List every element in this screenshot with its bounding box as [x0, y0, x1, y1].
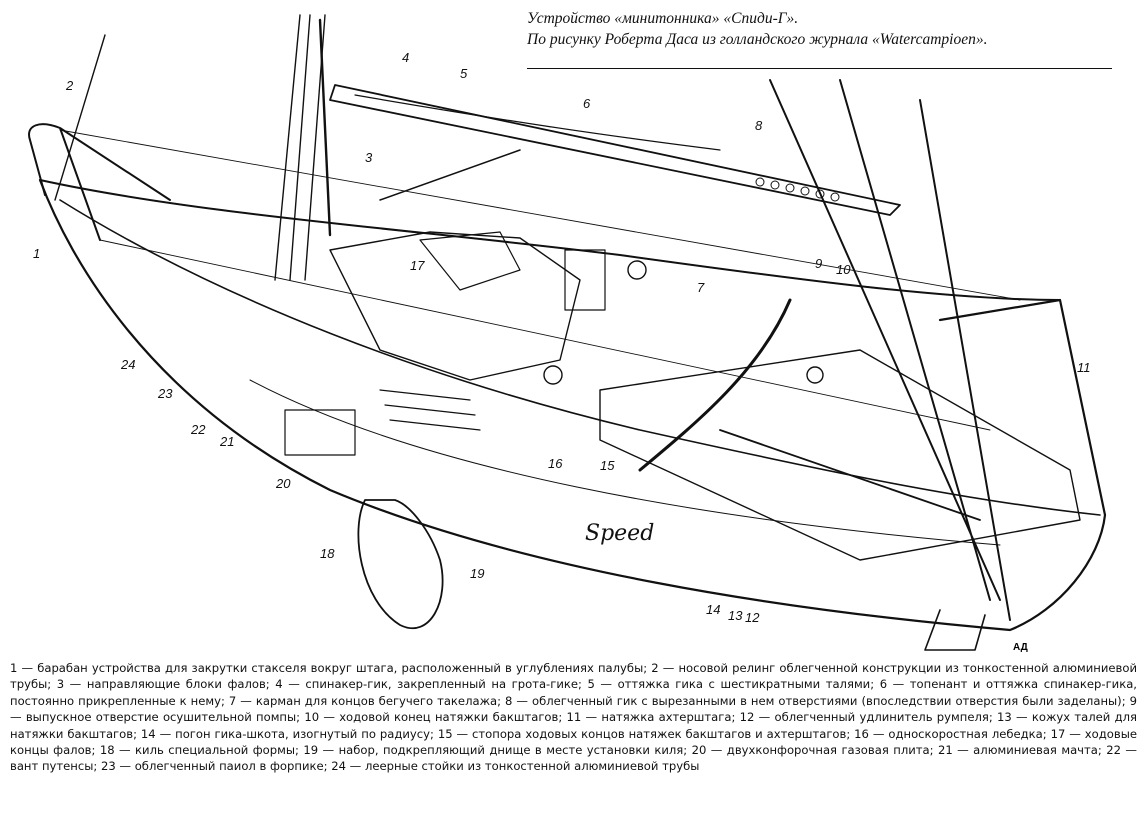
title-line-2: По рисунку Роберта Даса из голландского … — [527, 31, 988, 48]
bilge-pump-outlet — [806, 366, 824, 384]
callout-19: 19 — [470, 566, 484, 581]
callout-2: 2 — [65, 78, 74, 93]
backstays — [769, 79, 1011, 621]
callout-7: 7 — [697, 280, 705, 295]
callout-5: 5 — [460, 66, 468, 81]
rudder — [924, 609, 986, 651]
callout-18: 18 — [320, 546, 335, 561]
sheer-line — [39, 179, 1061, 301]
spinnaker-boom — [354, 94, 721, 151]
callout-17: 17 — [410, 258, 425, 273]
winch — [627, 260, 647, 280]
callout-21: 21 — [219, 434, 234, 449]
hull-stripe — [249, 379, 1001, 546]
galley-stove — [284, 409, 356, 456]
vang — [379, 149, 521, 201]
callout-11: 11 — [1077, 360, 1091, 375]
callout-12: 12 — [745, 610, 760, 625]
winch — [543, 365, 563, 385]
callout-3: 3 — [365, 150, 373, 165]
callout-4: 4 — [402, 50, 409, 65]
callout-23: 23 — [157, 386, 173, 401]
legend-caption: 1 — барабан устройства для закрутки стак… — [10, 660, 1137, 775]
forestay — [54, 34, 106, 201]
callout-8: 8 — [755, 118, 763, 133]
title-rule — [527, 68, 1112, 69]
chart-table — [564, 249, 606, 311]
bow-pulpit — [28, 123, 171, 241]
artist-signature: АД — [1013, 642, 1028, 653]
callout-22: 22 — [190, 422, 206, 437]
forward-hatch — [419, 231, 521, 291]
callout-15: 15 — [600, 458, 615, 473]
main-boom — [329, 84, 901, 216]
lifelines — [59, 129, 1021, 431]
cabin-top — [329, 231, 581, 381]
keel — [357, 499, 444, 629]
callout-9: 9 — [815, 256, 822, 271]
callout-6: 6 — [583, 96, 591, 111]
callout-1: 1 — [33, 246, 40, 261]
callout-14: 14 — [706, 602, 720, 617]
title-line-1: Устройство «минитонника» «Спиди-Г». — [527, 10, 799, 27]
tiller-extension — [719, 429, 981, 521]
callout-16: 16 — [548, 456, 563, 471]
hull-name: Speed — [585, 521, 654, 546]
figure-title: Устройство «минитонника» «Спиди-Г». По р… — [527, 8, 1137, 50]
floor-frames — [379, 389, 481, 431]
yacht-cutaway-drawing: Speed 1 2 3 4 5 6 7 8 9 10 11 12 13 14 1… — [28, 14, 1107, 653]
caption-text: 1 — барабан устройства для закрутки стак… — [10, 661, 1137, 774]
callout-labels: 1 2 3 4 5 6 7 8 9 10 11 12 13 14 15 16 1… — [33, 50, 1091, 653]
callout-13: 13 — [728, 608, 743, 623]
cockpit-well — [599, 349, 1081, 561]
mainsheet-traveller — [638, 298, 792, 472]
callout-24: 24 — [120, 357, 135, 372]
deck-edge — [59, 199, 1101, 516]
halyards — [274, 14, 326, 281]
callout-20: 20 — [275, 476, 291, 491]
boom-holes — [755, 177, 840, 202]
hull-outline — [38, 178, 1107, 632]
callout-10: 10 — [836, 262, 851, 277]
